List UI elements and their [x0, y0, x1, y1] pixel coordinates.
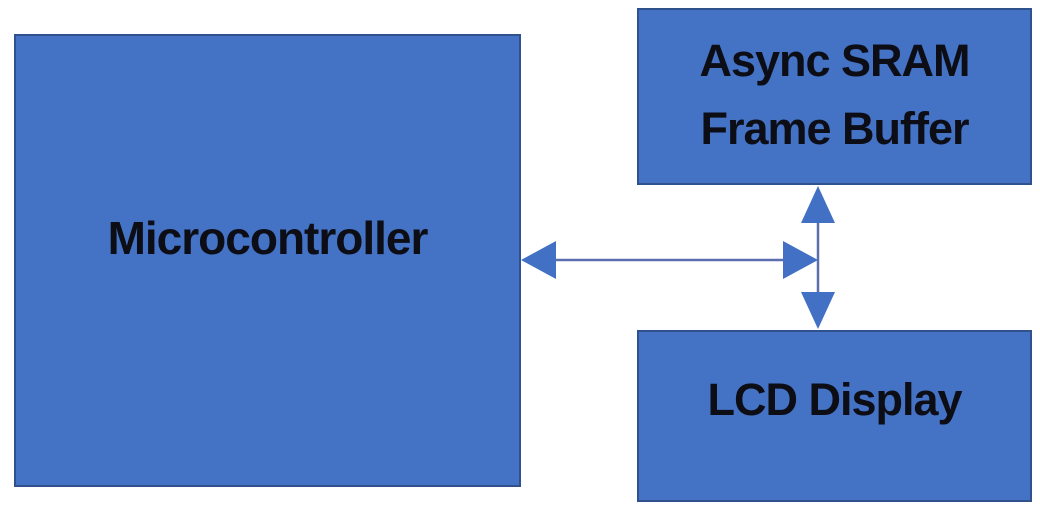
horizontal-bidirectional-arrow — [521, 241, 818, 279]
async-sram-label-line2: Frame Buffer — [700, 102, 969, 154]
async-sram-frame-buffer-label: Async SRAM Frame Buffer — [699, 27, 970, 163]
vertical-bidirectional-arrow — [801, 186, 835, 329]
arrowhead-left-icon — [521, 241, 556, 279]
arrowhead-down-icon — [801, 292, 835, 329]
async-sram-label-line1: Async SRAM — [699, 34, 970, 86]
arrowhead-right-icon — [783, 241, 818, 279]
lcd-display-box: LCD Display — [637, 330, 1032, 502]
async-sram-frame-buffer-box: Async SRAM Frame Buffer — [637, 8, 1032, 185]
microcontroller-box: Microcontroller — [14, 34, 521, 487]
lcd-display-label: LCD Display — [707, 374, 962, 425]
microcontroller-label: Microcontroller — [107, 211, 429, 264]
arrowhead-up-icon — [801, 186, 835, 223]
